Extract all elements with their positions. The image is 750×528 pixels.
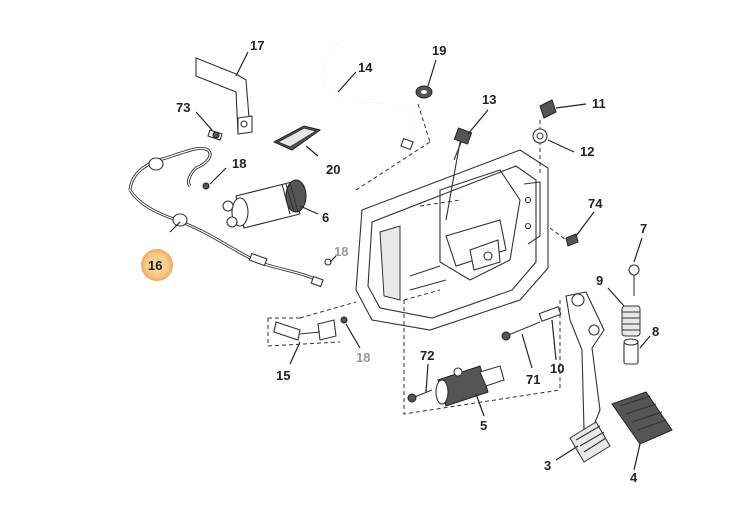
part-20-pad <box>272 125 322 151</box>
part-10-pin <box>538 306 562 322</box>
part-4-brake-pedal-pad <box>611 391 673 445</box>
part-labels: 17 14 19 73 18 20 6 16 18 13 11 12 74 7 … <box>148 38 659 485</box>
label-17: 17 <box>250 38 264 53</box>
part-71-bolt <box>501 321 541 341</box>
part-18-fitting-c <box>340 316 348 324</box>
label-4: 4 <box>630 470 638 485</box>
label-18-c: 18 <box>356 350 370 365</box>
part-18-fitting-b <box>324 258 332 266</box>
label-9: 9 <box>596 273 603 288</box>
part-19-grommet <box>415 85 433 99</box>
label-5: 5 <box>480 418 487 433</box>
part-7-stud <box>628 264 640 296</box>
label-18-b: 18 <box>334 244 348 259</box>
label-6: 6 <box>322 210 329 225</box>
label-13: 13 <box>482 92 496 107</box>
label-74: 74 <box>588 196 603 211</box>
highlight-marker <box>141 249 173 281</box>
label-73: 73 <box>176 100 190 115</box>
leader-lines <box>169 51 651 471</box>
pedal-box-bracket <box>355 135 549 331</box>
label-20: 20 <box>326 162 340 177</box>
label-11: 11 <box>592 96 606 111</box>
label-3: 3 <box>544 458 551 473</box>
part-73-bolt <box>207 129 223 141</box>
part-14-hose <box>321 39 416 151</box>
label-15: 15 <box>276 368 290 383</box>
part-17-bracket <box>195 57 253 135</box>
part-5-master-cylinder <box>435 365 505 407</box>
part-15-switch <box>273 319 337 341</box>
part-11-connector <box>539 99 557 119</box>
label-12: 12 <box>580 144 594 159</box>
part-6-cylinder <box>222 179 307 229</box>
part-16-pipe <box>128 146 324 288</box>
label-14: 14 <box>358 60 373 75</box>
label-7: 7 <box>640 221 647 236</box>
part-18-fitting-a <box>202 182 210 190</box>
part-74-clip <box>565 233 579 247</box>
label-16: 16 <box>148 258 162 273</box>
part-13-rod <box>445 127 473 221</box>
part-3-clutch-pedal <box>565 291 611 463</box>
label-72: 72 <box>420 348 434 363</box>
label-19: 19 <box>432 43 446 58</box>
label-18-a: 18 <box>232 156 246 171</box>
label-71: 71 <box>526 372 540 387</box>
part-12-grommet <box>532 128 548 144</box>
part-9-spring <box>621 305 641 337</box>
label-8: 8 <box>652 324 659 339</box>
label-10: 10 <box>550 361 564 376</box>
part-8-bushing <box>623 338 639 365</box>
part-72-bolt <box>407 389 433 403</box>
